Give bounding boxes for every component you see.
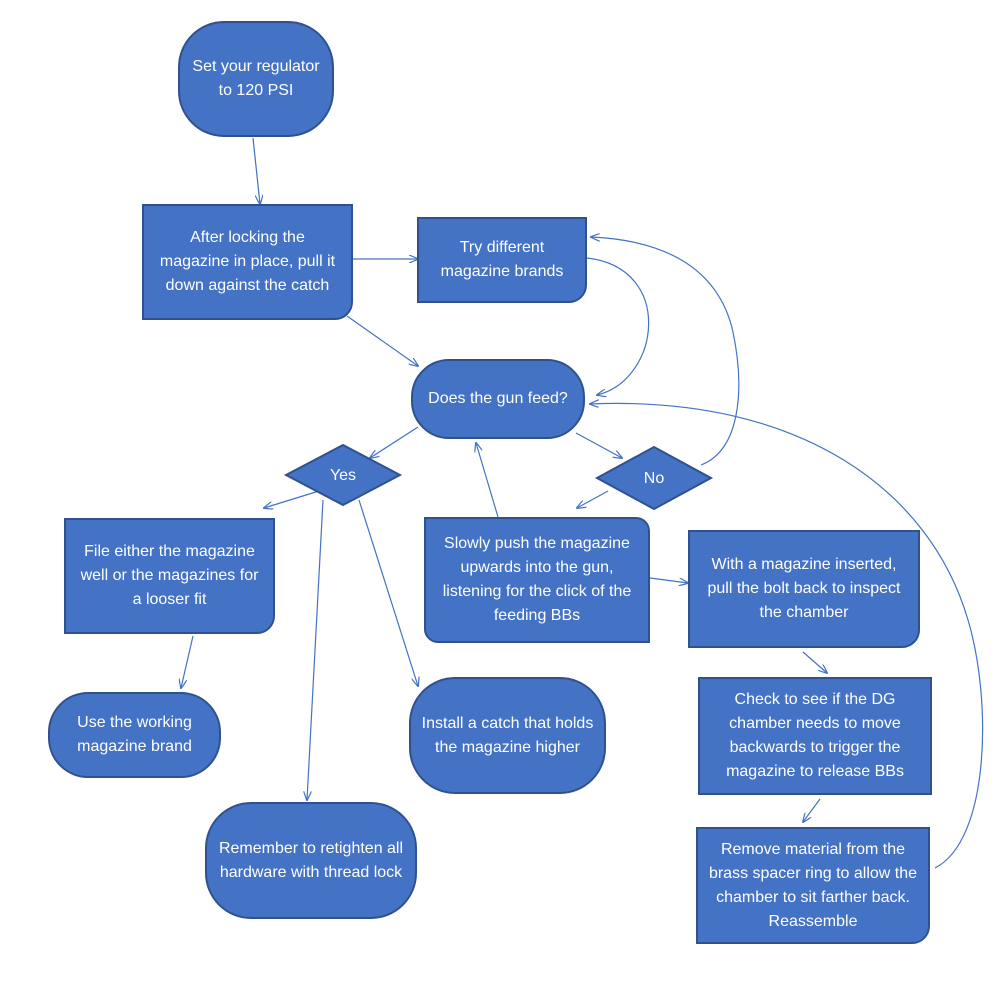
node-use-working: Use the working magazine brand — [48, 692, 221, 778]
node-set-regulator-text: Set your regulator to 120 PSI — [192, 58, 320, 99]
node-install-catch: Install a catch that holds the magazine … — [409, 677, 606, 794]
decision-no-diamond — [594, 445, 714, 511]
connector-file-magazine-to-use-working — [181, 635, 194, 688]
connector-yes-to-install-catch — [358, 499, 418, 686]
node-with-magazine: With a magazine inserted, pull the bolt … — [688, 530, 920, 648]
connector-after-locking-to-does-feed — [346, 315, 418, 366]
connector-slowly-push-to-does-feed — [476, 443, 499, 518]
node-does-feed: Does the gun feed? — [411, 359, 585, 439]
connector-does-feed-to-yes — [370, 426, 419, 458]
connector-check-dg-to-remove-material — [803, 798, 821, 822]
node-slowly-push-text: Slowly push the magazine upwards into th… — [442, 535, 632, 624]
node-check-dg-text: Check to see if the DG chamber needs to … — [726, 691, 904, 780]
node-set-regulator: Set your regulator to 120 PSI — [178, 21, 334, 137]
node-after-locking-text: After locking the magazine in place, pul… — [159, 229, 336, 294]
connector-try-brands-to-does-feed — [586, 257, 650, 395]
node-remove-material-text: Remove material from the brass spacer ri… — [708, 840, 918, 930]
node-check-dg: Check to see if the DG chamber needs to … — [698, 677, 932, 795]
node-try-brands-text: Try different magazine brands — [440, 239, 564, 280]
node-try-brands: Try different magazine brands — [417, 217, 587, 303]
decision-no-label: No — [643, 470, 665, 487]
node-remember: Remember to retighten all hardware with … — [205, 802, 417, 919]
connector-no-to-slowly-push — [577, 490, 609, 508]
node-file-magazine: File either the magazine well or the mag… — [64, 518, 275, 634]
connector-yes-to-file-magazine — [264, 490, 320, 508]
connector-no-to-try-brands — [591, 237, 740, 466]
node-remove-material: Remove material from the brass spacer ri… — [696, 827, 930, 944]
node-with-magazine-text: With a magazine inserted, pull the bolt … — [707, 556, 901, 621]
node-use-working-text: Use the working magazine brand — [77, 714, 192, 755]
node-slowly-push: Slowly push the magazine upwards into th… — [424, 517, 650, 643]
connector-set-regulator-to-after-locking — [252, 137, 260, 204]
node-install-catch-text: Install a catch that holds the magazine … — [421, 714, 594, 756]
node-after-locking: After locking the magazine in place, pul… — [142, 204, 353, 320]
connector-does-feed-to-no — [575, 432, 622, 458]
node-does-feed-text: Does the gun feed? — [428, 390, 568, 407]
decision-yes-diamond — [283, 443, 403, 507]
node-file-magazine-text: File either the magazine well or the mag… — [80, 543, 259, 608]
connector-slowly-push-to-with-magazine — [649, 577, 688, 583]
connector-with-magazine-to-check-dg — [802, 651, 827, 673]
decision-yes-label: Yes — [329, 467, 357, 484]
connector-yes-to-remember — [307, 499, 324, 800]
connector-remove-material-to-does-feed — [590, 403, 984, 869]
node-remember-text: Remember to retighten all hardware with … — [218, 839, 404, 881]
